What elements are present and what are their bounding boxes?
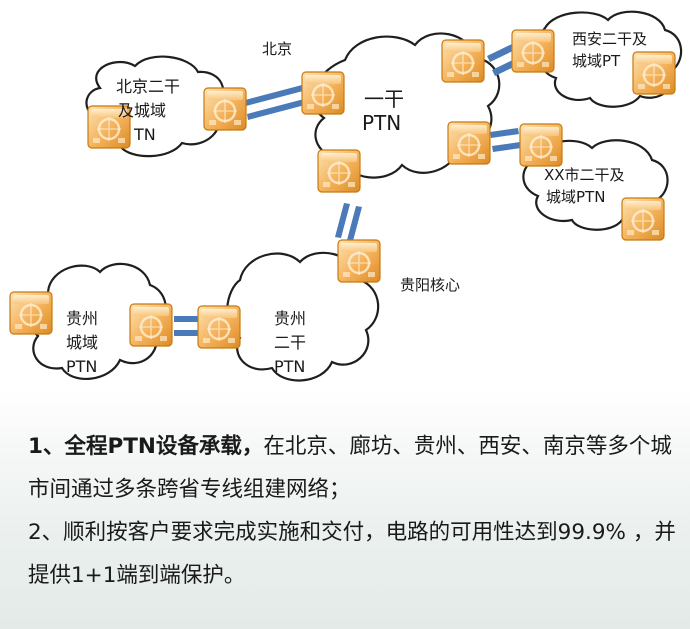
device-icon — [440, 38, 486, 84]
label-gz-metro-1: 贵州 — [66, 309, 98, 328]
label-gz-metro-3: PTN — [66, 357, 97, 376]
device-icon — [518, 122, 564, 168]
device-icon — [620, 196, 666, 242]
caption-line-1: 1、全程PTN设备承载，在北京、廊坊、贵州、西安、南京等多个城市间通过多条跨省专… — [28, 425, 676, 511]
label-xian-1: 西安二干及 — [572, 30, 647, 48]
label-backbone-2: PTN — [362, 111, 401, 135]
label-gz-second-1: 贵州 — [274, 309, 306, 328]
device-icon — [316, 148, 362, 194]
link-backbone-guiyang — [335, 203, 362, 241]
label-beijing-cloud-2: 及城域 — [118, 101, 166, 120]
device-icon — [202, 86, 248, 132]
caption: 1、全程PTN设备承载，在北京、廊坊、贵州、西安、南京等多个城市间通过多条跨省专… — [28, 425, 676, 597]
device-icon — [336, 238, 382, 284]
label-gz-second-2: 二干 — [274, 333, 306, 352]
device-icon — [128, 302, 174, 348]
caption-line-1-rest: 在北京、廊坊、贵州、西安、南京等多个城市间通过多条跨省专线组建网络； — [28, 434, 672, 502]
label-beijing-cloud-1: 北京二干 — [116, 77, 180, 96]
cloud-guizhou-metro — [28, 262, 167, 380]
device-icon — [196, 304, 242, 350]
device-icon — [631, 50, 677, 96]
device-icon — [446, 120, 492, 166]
link-beijing-backbone — [245, 85, 305, 120]
caption-line-1-bold: 1、全程PTN设备承载， — [28, 434, 264, 459]
label-gz-second-3: PTN — [274, 357, 305, 376]
label-guiyang-core: 贵阳核心 — [400, 276, 460, 294]
label-gz-metro-2: 城域 — [66, 333, 98, 352]
network-diagram: 北京 北京二干 及城域 TN 一干 PTN 西安二干及 城域PT XX市二干及 … — [8, 10, 683, 382]
link-backbone-xx — [490, 128, 521, 152]
label-xian-2: 城域PT — [572, 52, 621, 70]
label-backbone-1: 一干 — [364, 87, 404, 111]
caption-line-2: 2、顺利按客户要求完成实施和交付，电路的可用性达到99.9% ，并提供1+1端到… — [28, 520, 676, 588]
device-icon — [510, 28, 556, 74]
label-xx-2: 城域PTN — [546, 188, 605, 206]
label-xx-1: XX市二干及 — [544, 166, 625, 184]
link-guizhou-metro-second — [174, 316, 201, 336]
device-icon — [8, 290, 54, 336]
label-beijing-cloud-3: TN — [133, 125, 156, 144]
label-beijing: 北京 — [262, 40, 292, 58]
device-icon — [300, 70, 346, 116]
